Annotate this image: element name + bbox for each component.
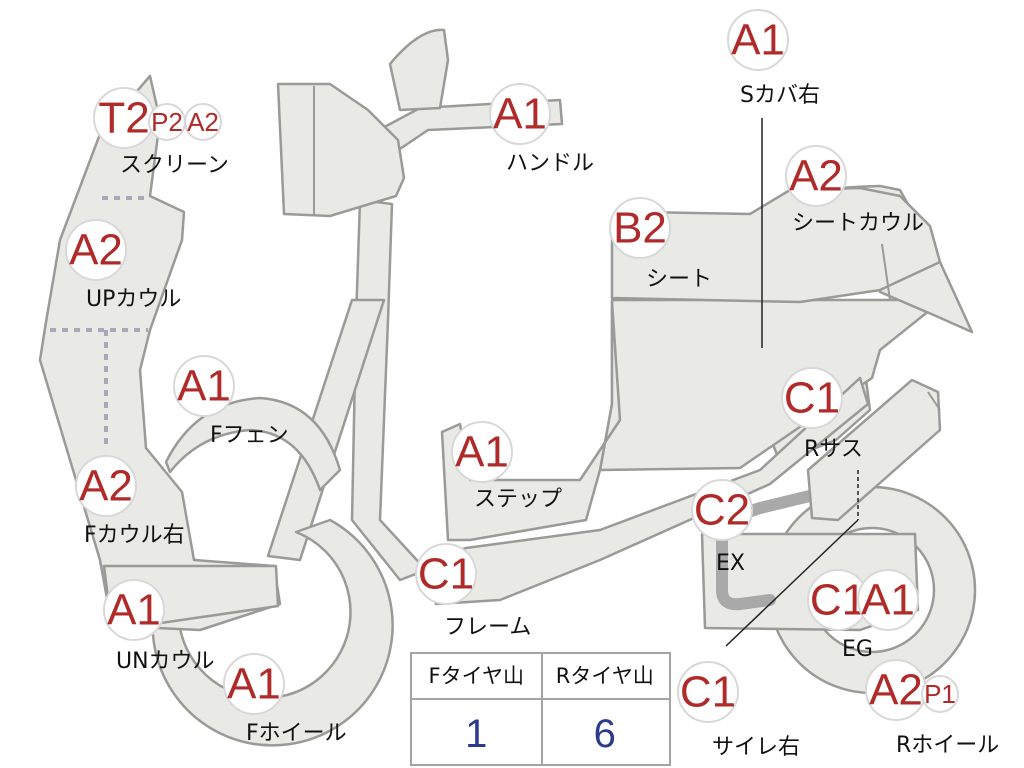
tire-value-rear: 6: [593, 712, 616, 756]
svg-text:A1: A1: [731, 16, 785, 65]
svg-text:A1: A1: [227, 660, 281, 709]
grade-badge-screen-1[interactable]: T2: [93, 87, 155, 149]
label-seat: シート: [646, 267, 712, 292]
grade-badge-side-cover[interactable]: A1: [727, 9, 789, 71]
grade-badges: T2 P2 A2 A1 A1 A2 B2: [65, 9, 959, 723]
grade-badge-seat-cowl[interactable]: A2: [785, 145, 847, 207]
label-front-fender: Fフェン: [210, 423, 289, 448]
label-seat-cowl: シートカウル: [792, 211, 924, 236]
head-assembly-shape: [276, 82, 406, 218]
label-muffler: サイレ右: [712, 735, 800, 760]
svg-text:C1: C1: [680, 668, 736, 717]
grade-badge-screen-3[interactable]: A2: [184, 103, 222, 141]
svg-text:A1: A1: [177, 362, 231, 411]
label-step: ステップ: [474, 487, 562, 512]
label-rear-wheel: Rホイール: [896, 733, 999, 758]
svg-text:A1: A1: [107, 586, 161, 635]
leader-muffler: [725, 519, 859, 647]
svg-text:C2: C2: [694, 486, 750, 535]
grade-badge-handle[interactable]: A1: [489, 83, 551, 145]
front-fork-shape: [266, 298, 386, 562]
svg-text:A1: A1: [493, 90, 547, 139]
svg-text:C1: C1: [810, 576, 866, 625]
svg-text:P2: P2: [151, 107, 183, 137]
label-side-cover: Sカバ右: [740, 83, 820, 108]
label-frame: フレーム: [444, 615, 531, 640]
front-wheel-shape: [151, 518, 394, 747]
cowl-dotted-seams: [50, 196, 148, 450]
grade-badge-front-wheel[interactable]: A1: [223, 653, 285, 715]
svg-text:A2: A2: [869, 666, 923, 715]
svg-text:C1: C1: [784, 374, 840, 423]
grade-badge-screen-2[interactable]: P2: [148, 103, 186, 141]
label-engine: EG: [842, 637, 873, 662]
label-upper-cowl: UPカウル: [86, 287, 181, 312]
grade-badge-muffler[interactable]: C1: [677, 661, 739, 723]
tire-tread-table: Fタイヤ山 Rタイヤ山 1 6: [410, 652, 671, 766]
label-front-wheel: Fホイール: [246, 721, 347, 746]
table-divider-vertical: [540, 654, 543, 764]
svg-text:A1: A1: [861, 576, 915, 625]
svg-text:A2: A2: [789, 152, 843, 201]
grade-badge-under-cowl[interactable]: A1: [103, 579, 165, 641]
svg-text:A1: A1: [455, 428, 509, 477]
label-rear-suspension: Rサス: [804, 437, 863, 462]
grade-badge-rear-wheel-2[interactable]: P1: [921, 675, 959, 713]
grade-badge-front-fender[interactable]: A1: [173, 355, 235, 417]
grade-badge-frame[interactable]: C1: [415, 543, 477, 605]
tire-value-front: 1: [465, 712, 488, 756]
svg-text:B2: B2: [613, 204, 667, 253]
grade-badge-exhaust[interactable]: C2: [691, 479, 753, 541]
tire-header-rear: Rタイヤ山: [555, 664, 654, 688]
frame-shape: [422, 376, 870, 606]
tire-header-front: Fタイヤ山: [428, 664, 524, 688]
muffler-shape: [806, 378, 942, 522]
steering-tube-shape: [350, 198, 428, 582]
label-screen: スクリーン: [120, 153, 229, 178]
svg-text:C1: C1: [418, 550, 474, 599]
grade-badge-front-cowl[interactable]: A2: [75, 455, 137, 517]
svg-text:A2: A2: [187, 107, 219, 137]
mirror-shape: [388, 28, 450, 112]
part-labels: スクリーン ハンドル Sカバ右 シートカウル シート UPカウル Fフェン ステ…: [84, 83, 999, 760]
grade-badge-upper-cowl[interactable]: A2: [65, 219, 127, 281]
grade-badge-rear-wheel-1[interactable]: A2: [865, 659, 927, 721]
grade-badge-rear-suspension[interactable]: C1: [781, 367, 843, 429]
grade-badge-engine-2[interactable]: A1: [857, 569, 919, 631]
grade-badge-engine-1[interactable]: C1: [807, 569, 869, 631]
grade-badge-seat[interactable]: B2: [609, 197, 671, 259]
svg-text:P1: P1: [924, 679, 956, 709]
svg-text:A2: A2: [79, 462, 133, 511]
grade-badge-step[interactable]: A1: [451, 421, 513, 483]
svg-text:T2: T2: [98, 94, 149, 143]
svg-text:A2: A2: [69, 226, 123, 275]
label-under-cowl: UNカウル: [116, 649, 215, 674]
label-handle: ハンドル: [506, 151, 594, 176]
label-exhaust: EX: [716, 551, 745, 576]
label-front-cowl: Fカウル右: [84, 523, 185, 548]
